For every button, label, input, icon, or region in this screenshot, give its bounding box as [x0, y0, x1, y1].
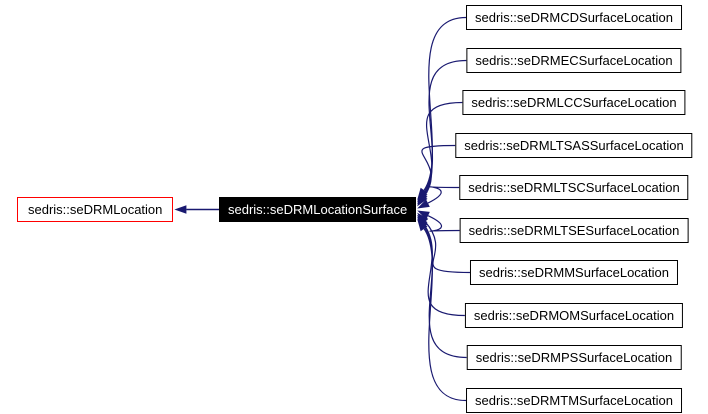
derived-class-node[interactable]: sedris::seDRMCDSurfaceLocation [466, 5, 682, 30]
derived-class-node[interactable]: sedris::seDRMLTSCSurfaceLocation [459, 175, 689, 200]
focus-class-node[interactable]: sedris::seDRMLocationSurface [219, 197, 417, 222]
derived-class-node[interactable]: sedris::seDRMLTSESurfaceLocation [459, 218, 689, 243]
derived-class-node[interactable]: sedris::seDRMPSSurfaceLocation [466, 345, 682, 370]
derived-class-node[interactable]: sedris::seDRMMSurfaceLocation [469, 260, 679, 285]
derived-class-node[interactable]: sedris::seDRMLTSASSurfaceLocation [455, 133, 693, 158]
derived-class-node[interactable]: sedris::seDRMLCCSurfaceLocation [462, 90, 686, 115]
derived-class-node[interactable]: sedris::seDRMTMSurfaceLocation [466, 388, 682, 413]
base-class-node[interactable]: sedris::seDRMLocation [17, 197, 174, 222]
derived-class-node[interactable]: sedris::seDRMECSurfaceLocation [466, 48, 682, 73]
derived-class-node[interactable]: sedris::seDRMOMSurfaceLocation [464, 303, 684, 328]
